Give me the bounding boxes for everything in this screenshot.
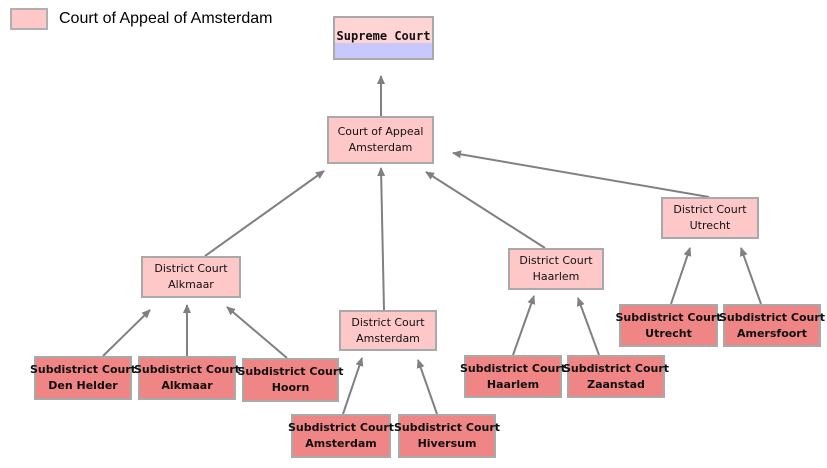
node-label-line1: Subdistrict Court xyxy=(718,310,826,324)
node-subdistrict-court-amersfoort[interactable]: Subdistrict Court Amersfoort xyxy=(719,304,825,347)
node-subdistrict-court-hiversum[interactable]: Subdistrict Court Hiversum xyxy=(394,414,500,458)
node-label-line1: Subdistrict Court xyxy=(562,361,670,375)
node-label-line2: Amsterdam xyxy=(348,141,413,154)
node-district-court-haarlem[interactable]: District Court Haarlem xyxy=(508,248,604,290)
node-label-line2: Utrecht xyxy=(689,219,731,232)
node-label-line1: Subdistrict Court xyxy=(29,363,137,376)
node-label-line2: Alkmaar xyxy=(161,379,213,392)
arrow-amsterdam-to-appeal xyxy=(377,167,386,311)
arrow-zaanstad-to-haarlem xyxy=(577,297,600,356)
node-supreme-court[interactable]: Supreme Court xyxy=(333,16,434,60)
node-label-line2: Den Helder xyxy=(48,379,118,392)
arrow-hiversum-to-amsterdam xyxy=(416,359,438,415)
node-district-court-alkmaar[interactable]: District Court Alkmaar xyxy=(141,256,241,298)
legend-swatch xyxy=(10,8,48,30)
node-label-line1: Subdistrict Court xyxy=(287,421,395,434)
arrow-subamsterdam-to-amsterdam xyxy=(342,357,364,415)
arrow-haarlem-to-appeal xyxy=(425,171,546,249)
node-label-line1: District Court xyxy=(154,262,228,275)
node-label-line1: District Court xyxy=(351,315,425,329)
node-label-line2: Alkmaar xyxy=(168,278,214,291)
node-label-line1: District Court xyxy=(519,254,593,267)
node-subdistrict-court-hoorn[interactable]: Subdistrict Court Hoorn xyxy=(237,358,344,402)
node-label-line2: Amsterdam xyxy=(305,437,377,450)
node-label-line2: Hiversum xyxy=(417,437,477,450)
arrow-denhelder-to-alkmaar xyxy=(102,309,151,357)
node-label-line1: Subdistrict Court xyxy=(133,363,241,376)
node-label: Supreme Court xyxy=(336,29,431,43)
arrow-hoorn-to-alkmaar xyxy=(226,306,288,359)
node-label-line2: Utrecht xyxy=(645,326,692,340)
node-district-court-utrecht[interactable]: District Court Utrecht xyxy=(661,197,759,239)
node-label-line1: Subdistrict Court xyxy=(459,361,567,375)
node-label-line1: District Court xyxy=(673,203,747,216)
node-label-line2: Haarlem xyxy=(532,270,580,283)
node-label-line2: Amsterdam xyxy=(356,331,420,345)
legend-label: Court of Appeal of Amsterdam xyxy=(59,10,273,27)
node-court-of-appeal-amsterdam[interactable]: Court of Appeal Amsterdam xyxy=(327,116,434,164)
node-subdistrict-court-amsterdam[interactable]: Subdistrict Court Amsterdam xyxy=(287,414,395,458)
node-subdistrict-court-utrecht[interactable]: Subdistrict Court Utrecht xyxy=(615,304,722,347)
node-subdistrict-court-alkmaar[interactable]: Subdistrict Court Alkmaar xyxy=(134,356,240,400)
arrow-subhaarlem-to-haarlem xyxy=(512,295,536,356)
node-label-line1: Subdistrict Court xyxy=(615,310,722,324)
node-subdistrict-court-zaanstad[interactable]: Subdistrict Court Zaanstad xyxy=(563,355,669,398)
node-label-line2: Hoorn xyxy=(271,381,310,394)
arrow-alkmaar-to-appeal xyxy=(204,170,325,257)
node-subdistrict-court-den-helder[interactable]: Subdistrict Court Den Helder xyxy=(30,356,136,400)
node-label-line2: Haarlem xyxy=(486,377,540,391)
arrow-utrecht-to-appeal xyxy=(452,150,710,198)
node-label-line1: Court of Appeal xyxy=(337,125,424,138)
node-label-line1: Subdistrict Court xyxy=(393,421,501,434)
node-subdistrict-court-haarlem[interactable]: Subdistrict Court Haarlem xyxy=(460,355,566,398)
node-district-court-amsterdam[interactable]: District Court Amsterdam xyxy=(339,310,437,351)
node-label-line2: Zaanstad xyxy=(587,377,645,391)
node-label-line2: Amersfoort xyxy=(737,326,807,340)
arrow-subutrecht-to-utrecht xyxy=(670,247,692,305)
node-label-line1: Subdistrict Court xyxy=(237,365,344,378)
arrow-amersfoort-to-utrecht xyxy=(739,247,762,305)
